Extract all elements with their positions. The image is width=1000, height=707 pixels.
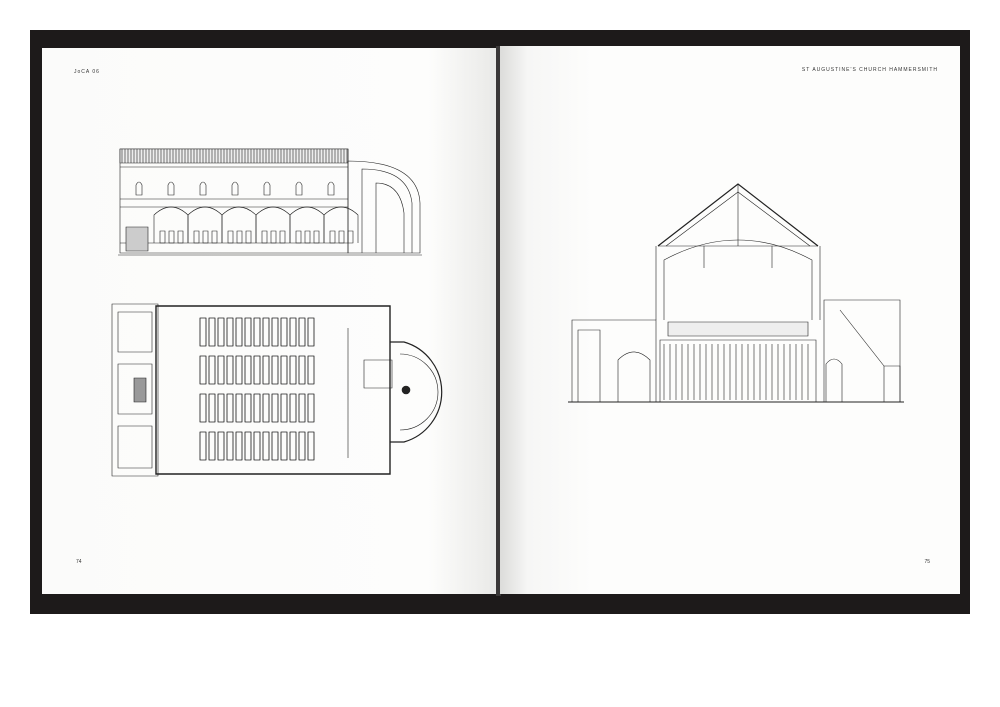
right-running-head: ST AUGUSTINE'S CHURCH HAMMERSMITH [801, 67, 938, 73]
left-running-head: JoCA 06 [74, 69, 100, 75]
right-page: ST AUGUSTINE'S CHURCH HAMMERSMITH 75 [500, 46, 960, 594]
church-floor-plan-drawing [104, 298, 444, 482]
church-long-section-drawing [118, 143, 438, 261]
book-gutter [496, 46, 501, 596]
left-page-number: 74 [76, 559, 82, 565]
right-page-number: 75 [924, 559, 930, 565]
church-cross-section-drawing [568, 180, 908, 408]
